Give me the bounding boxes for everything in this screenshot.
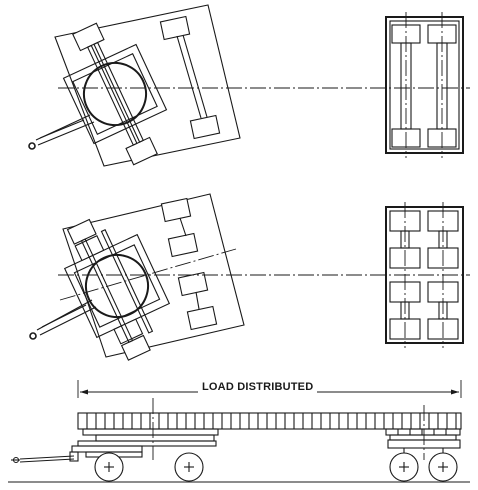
rear-dual-axle xyxy=(160,197,218,331)
wheel-rear-1 xyxy=(389,452,419,482)
side-drawbar xyxy=(11,451,79,464)
wheel-front-2 xyxy=(174,452,204,482)
rear-axle xyxy=(159,15,221,140)
arrow-left xyxy=(80,389,88,395)
side-elevation xyxy=(8,380,470,483)
wheel-rear-2 xyxy=(428,452,458,482)
load-slats xyxy=(86,413,457,429)
load-distributed-label: LOAD DISTRIBUTED xyxy=(198,381,318,393)
frame-outline xyxy=(62,193,245,358)
drawbar xyxy=(28,114,95,150)
load-deck xyxy=(77,412,462,430)
plan-view-middle-straight xyxy=(385,202,464,348)
arrow-right xyxy=(451,389,459,395)
plan-view-middle-turned xyxy=(29,193,245,361)
plan-view-top-straight xyxy=(385,12,464,158)
front-bogie-frame xyxy=(77,440,217,447)
front-platform xyxy=(82,428,219,436)
drawbar xyxy=(29,299,97,340)
turntable xyxy=(63,218,171,361)
turntable xyxy=(62,22,168,166)
frame-outline xyxy=(54,4,241,167)
wheel-front-1 xyxy=(94,452,124,482)
rear-platform xyxy=(385,428,461,436)
plan-view-top-turned xyxy=(28,4,241,167)
